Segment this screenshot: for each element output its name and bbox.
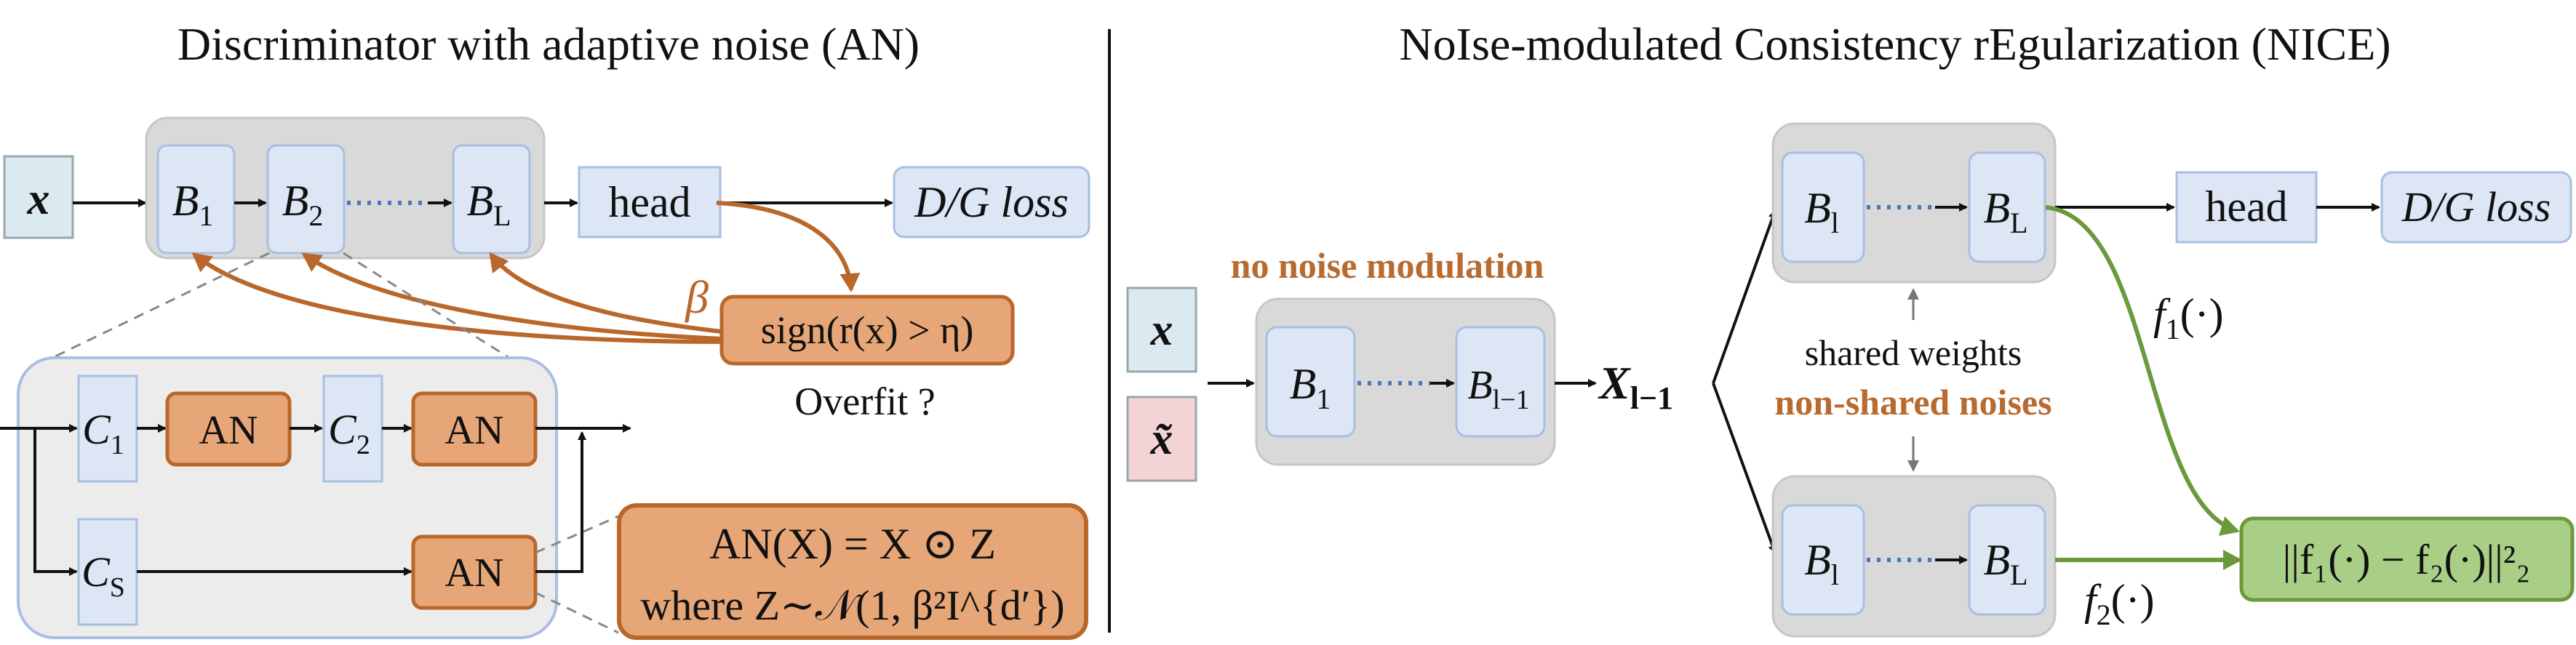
zoom-line-left	[52, 252, 270, 359]
right-title: NoIse-modulated Consistency rEgularizati…	[1399, 18, 2390, 70]
svg-text:BL: BL	[1983, 536, 2027, 591]
svg-text:Bl: Bl	[1804, 184, 1839, 239]
beta-label: β	[684, 271, 709, 323]
inner-an-2-label: AN	[445, 408, 504, 453]
nonshared-noises-label: non-shared noises	[1774, 382, 2051, 422]
lower-block-bL	[1968, 504, 2046, 616]
green-curve-f1	[2045, 205, 2240, 536]
green-arrow-f1	[2046, 207, 2275, 542]
inner-an-3-label: AN	[445, 550, 504, 596]
block-bL-label: B	[466, 177, 493, 225]
inner-an-1-label: AN	[199, 408, 258, 453]
svg-text:CS: CS	[81, 548, 125, 603]
orange-arrow-to-bL	[489, 252, 722, 334]
block-bL-sub: L	[493, 199, 511, 232]
right-bl1-label: B	[1467, 363, 1492, 408]
svg-text:BL: BL	[466, 177, 511, 232]
right-input-xtilde-label: x̃	[1150, 414, 1173, 464]
formula-box	[617, 503, 1088, 640]
block-b2-sub: 2	[308, 199, 323, 232]
shared-weights-label: shared weights	[1805, 332, 2022, 373]
svg-text:Bl−1: Bl−1	[1467, 363, 1529, 415]
right-input-xtilde	[1126, 396, 1197, 482]
lower-bL-sub: L	[2010, 558, 2027, 591]
svg-text:B2: B2	[282, 177, 324, 232]
upper-block-bl	[1781, 151, 1865, 263]
inner-cs-label: C	[81, 548, 111, 596]
inner-skip-arrow	[535, 431, 586, 573]
svg-text:C2: C2	[328, 406, 370, 460]
right-loss-box	[2380, 171, 2572, 244]
block-b1-sub: 1	[199, 199, 213, 232]
upper-bL-sub: L	[2010, 207, 2027, 239]
formula-line2: where Z∼𝒩(1, β²I^{d′})	[640, 582, 1064, 629]
f2-arg: (·)	[2111, 576, 2155, 624]
svg-text:Bl: Bl	[1804, 536, 1839, 591]
sign-label: sign(r(x) > η)	[761, 308, 974, 352]
orange-arrow-to-sign	[716, 201, 861, 292]
right-input-x-label: x	[1150, 305, 1173, 355]
svg-text:C1: C1	[82, 406, 124, 460]
f1-arg: (·)	[2180, 290, 2224, 338]
f2-sub: 2	[2097, 598, 2111, 631]
inner-c1	[77, 374, 138, 483]
inner-c2-sub: 2	[356, 430, 370, 460]
upper-bL-label: B	[1983, 184, 2010, 232]
inner-c1-label: C	[82, 406, 111, 453]
inner-c1-sub: 1	[111, 430, 124, 460]
formula-line1: AN(X) = X ⊙ Z	[709, 520, 996, 568]
upper-bl-label: B	[1804, 184, 1831, 232]
svg-text:f2(·): f2(·)	[2084, 576, 2155, 631]
right-input-x	[1126, 287, 1197, 373]
zoom-line-right	[343, 252, 510, 359]
right-loss-label: D/G loss	[2401, 183, 2551, 231]
branch-up	[1712, 209, 1777, 384]
no-noise-label: no noise modulation	[1231, 245, 1544, 286]
lower-block-bl	[1781, 504, 1865, 616]
right-b1-label: B	[1290, 360, 1317, 408]
orange-arrow-to-b1	[191, 252, 722, 344]
lower-bl-sub: l	[1831, 558, 1839, 591]
right-head-box	[2175, 171, 2318, 244]
inner-c2	[322, 374, 383, 483]
lower-bL-label: B	[1983, 536, 2010, 584]
inner-cs	[77, 518, 138, 626]
overfit-label: Overfit ?	[794, 380, 935, 423]
block-b1-label: B	[172, 177, 199, 225]
left-head-label: head	[608, 178, 690, 226]
right-block-bl1	[1455, 326, 1546, 438]
inner-branch-line	[33, 428, 78, 576]
inner-c2-label: C	[328, 406, 357, 453]
branch-down	[1712, 382, 1777, 554]
consistency-loss-box	[2239, 516, 2575, 602]
right-block-b1	[1265, 326, 1356, 438]
xl-label: X	[1598, 357, 1631, 409]
right-b1-sub: 1	[1316, 382, 1331, 415]
svg-text:B1: B1	[1290, 360, 1331, 415]
left-loss-box	[893, 166, 1090, 239]
left-input-box	[3, 155, 74, 239]
lower-bl-label: B	[1804, 536, 1831, 584]
right-head-label: head	[2205, 183, 2287, 231]
inner-cs-sub: S	[110, 572, 125, 603]
block-b2-label: B	[282, 177, 309, 225]
left-title: Discriminator with adaptive noise (AN)	[178, 18, 920, 70]
xl-sub: l−1	[1630, 380, 1673, 416]
left-head-box	[578, 166, 722, 239]
orange-arrow-to-b2	[301, 252, 722, 341]
right-bl1-sub: l−1	[1493, 385, 1530, 415]
svg-text:f1(·): f1(·)	[2153, 290, 2224, 345]
left-loss-label: D/G loss	[914, 178, 1069, 226]
consistency-loss-label: ||f₁(·) − f₂(·)||²₂	[2283, 536, 2531, 583]
upper-block-bL	[1968, 151, 2046, 263]
left-input-label: x	[27, 175, 50, 224]
svg-text:B1: B1	[172, 177, 214, 232]
f1-sub: 1	[2166, 313, 2180, 345]
svg-text:BL: BL	[1983, 184, 2027, 239]
upper-bl-sub: l	[1831, 207, 1839, 239]
svg-text:Xl−1: Xl−1	[1598, 357, 1673, 416]
